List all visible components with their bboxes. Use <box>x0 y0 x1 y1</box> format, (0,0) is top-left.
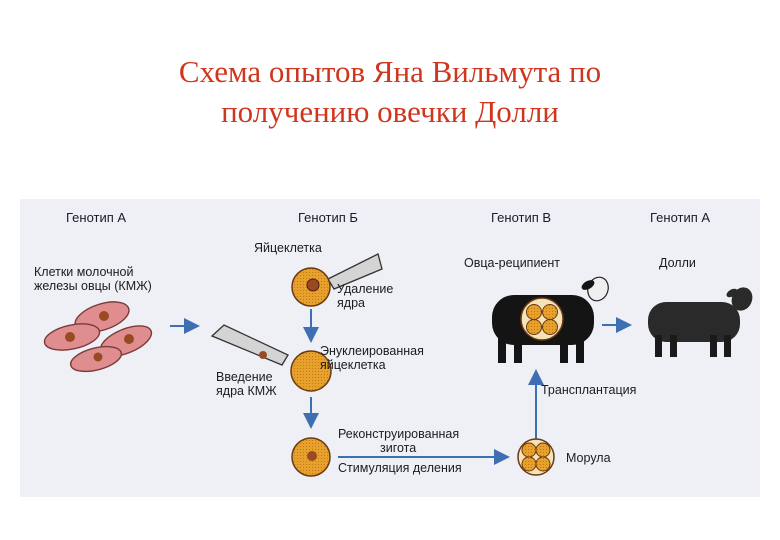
recipient-label: Овца-реципиент <box>464 256 561 270</box>
zygote-icon <box>291 437 331 477</box>
title-line-1: Схема опытов Яна Вильмута по <box>178 54 602 89</box>
dolly-label: Долли <box>659 256 696 270</box>
genotype-a-label: Генотип А <box>66 210 127 225</box>
mammary-cells-label-2: железы овцы (КМЖ) <box>34 279 152 293</box>
enucleated-label-2: яйцеклетка <box>320 358 386 372</box>
slide-title: Схема опытов Яна Вильмута по получению о… <box>0 52 780 132</box>
nucleus-removal-label-2: ядра <box>337 296 365 310</box>
enucleated-label-1: Энуклеированная <box>320 344 424 358</box>
division-label: Стимуляция деления <box>338 461 462 475</box>
dolly-sheep-icon <box>648 287 753 357</box>
title-line-2: получению овечки Долли <box>221 94 559 129</box>
zygote-label-1: Реконструированная <box>338 427 460 441</box>
nucleus-removal-label-1: Удаление <box>337 282 394 296</box>
egg-cell-icon <box>291 253 383 307</box>
diagram-graphics <box>43 253 753 477</box>
morula-icon <box>517 438 555 476</box>
cloning-diagram: Генотип А Генотип Б Генотип В Генотип А … <box>20 199 760 497</box>
genotype-a2-label: Генотип А <box>650 210 711 225</box>
egg-cell-label: Яйцеклетка <box>254 241 322 255</box>
mammary-cells-icon <box>43 301 153 373</box>
genotype-b-label: Генотип Б <box>298 210 358 225</box>
morula-label: Морула <box>566 451 611 465</box>
genotype-v-label: Генотип В <box>491 210 552 225</box>
enucleated-egg-icon <box>210 324 332 392</box>
mammary-cells-label-1: Клетки молочной <box>34 265 134 279</box>
insertion-label-2: ядра КМЖ <box>216 384 277 398</box>
insertion-label-1: Введение <box>216 370 273 384</box>
zygote-label-2: зигота <box>380 441 417 455</box>
transplantation-label: Трансплантация <box>541 383 637 397</box>
recipient-sheep-icon <box>492 276 609 363</box>
